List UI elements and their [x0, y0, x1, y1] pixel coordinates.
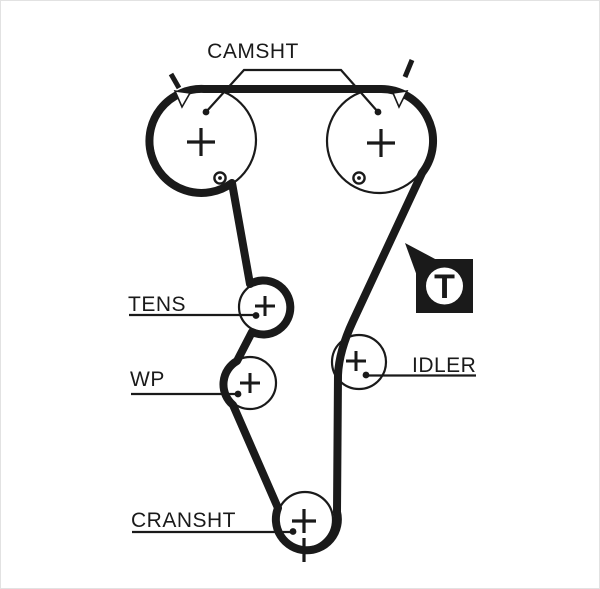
tensioner-tool-badge: T [405, 243, 473, 313]
tool-badge-letter: T [434, 268, 455, 306]
timing-tick-right-icon [402, 59, 415, 78]
camshaft-right-leader-dot [374, 108, 382, 116]
water-pump-cross-mark [240, 373, 260, 393]
camshaft-right-timing-hole-dot [357, 176, 361, 180]
crankshaft-cross-mark [292, 509, 316, 533]
camshaft-bracket-line [205, 68, 379, 113]
crankshaft-leader-dot [289, 528, 297, 535]
belt-alignment-arrow-right-icon [391, 89, 409, 109]
belt-alignment-arrow-left-icon [173, 90, 192, 109]
water-pump-leader-dot [234, 390, 242, 398]
tensioner-leader-dot [252, 312, 260, 319]
tensioner-callout: TENS [128, 293, 260, 319]
crankshaft-callout: CRANSHT [131, 509, 297, 535]
tensioner-cross-mark [255, 296, 275, 316]
crankshaft-label: CRANSHT [131, 509, 236, 532]
idler-callout: IDLER [362, 354, 476, 379]
idler-cross-mark [346, 351, 366, 371]
camshaft-label: CAMSHT [207, 40, 299, 63]
camshaft-left-timing-hole-dot [218, 176, 222, 180]
camshaft-left-cross-mark [187, 128, 215, 156]
camshaft-left-leader-dot [202, 108, 210, 116]
tool-badge-circle [426, 267, 463, 305]
camshaft-pulley-right [325, 87, 433, 195]
timing-belt [145, 84, 438, 555]
tensioner-label: TENS [128, 293, 186, 316]
idler-label: IDLER [412, 354, 476, 377]
timing-tick-left-icon [168, 72, 182, 90]
camshaft-callout: CAMSHT [202, 40, 382, 116]
water-pump-callout: WP [130, 368, 242, 398]
idler-leader-dot [362, 371, 370, 379]
water-pump-label: WP [130, 368, 165, 391]
camshaft-right-cross-mark [367, 129, 395, 157]
